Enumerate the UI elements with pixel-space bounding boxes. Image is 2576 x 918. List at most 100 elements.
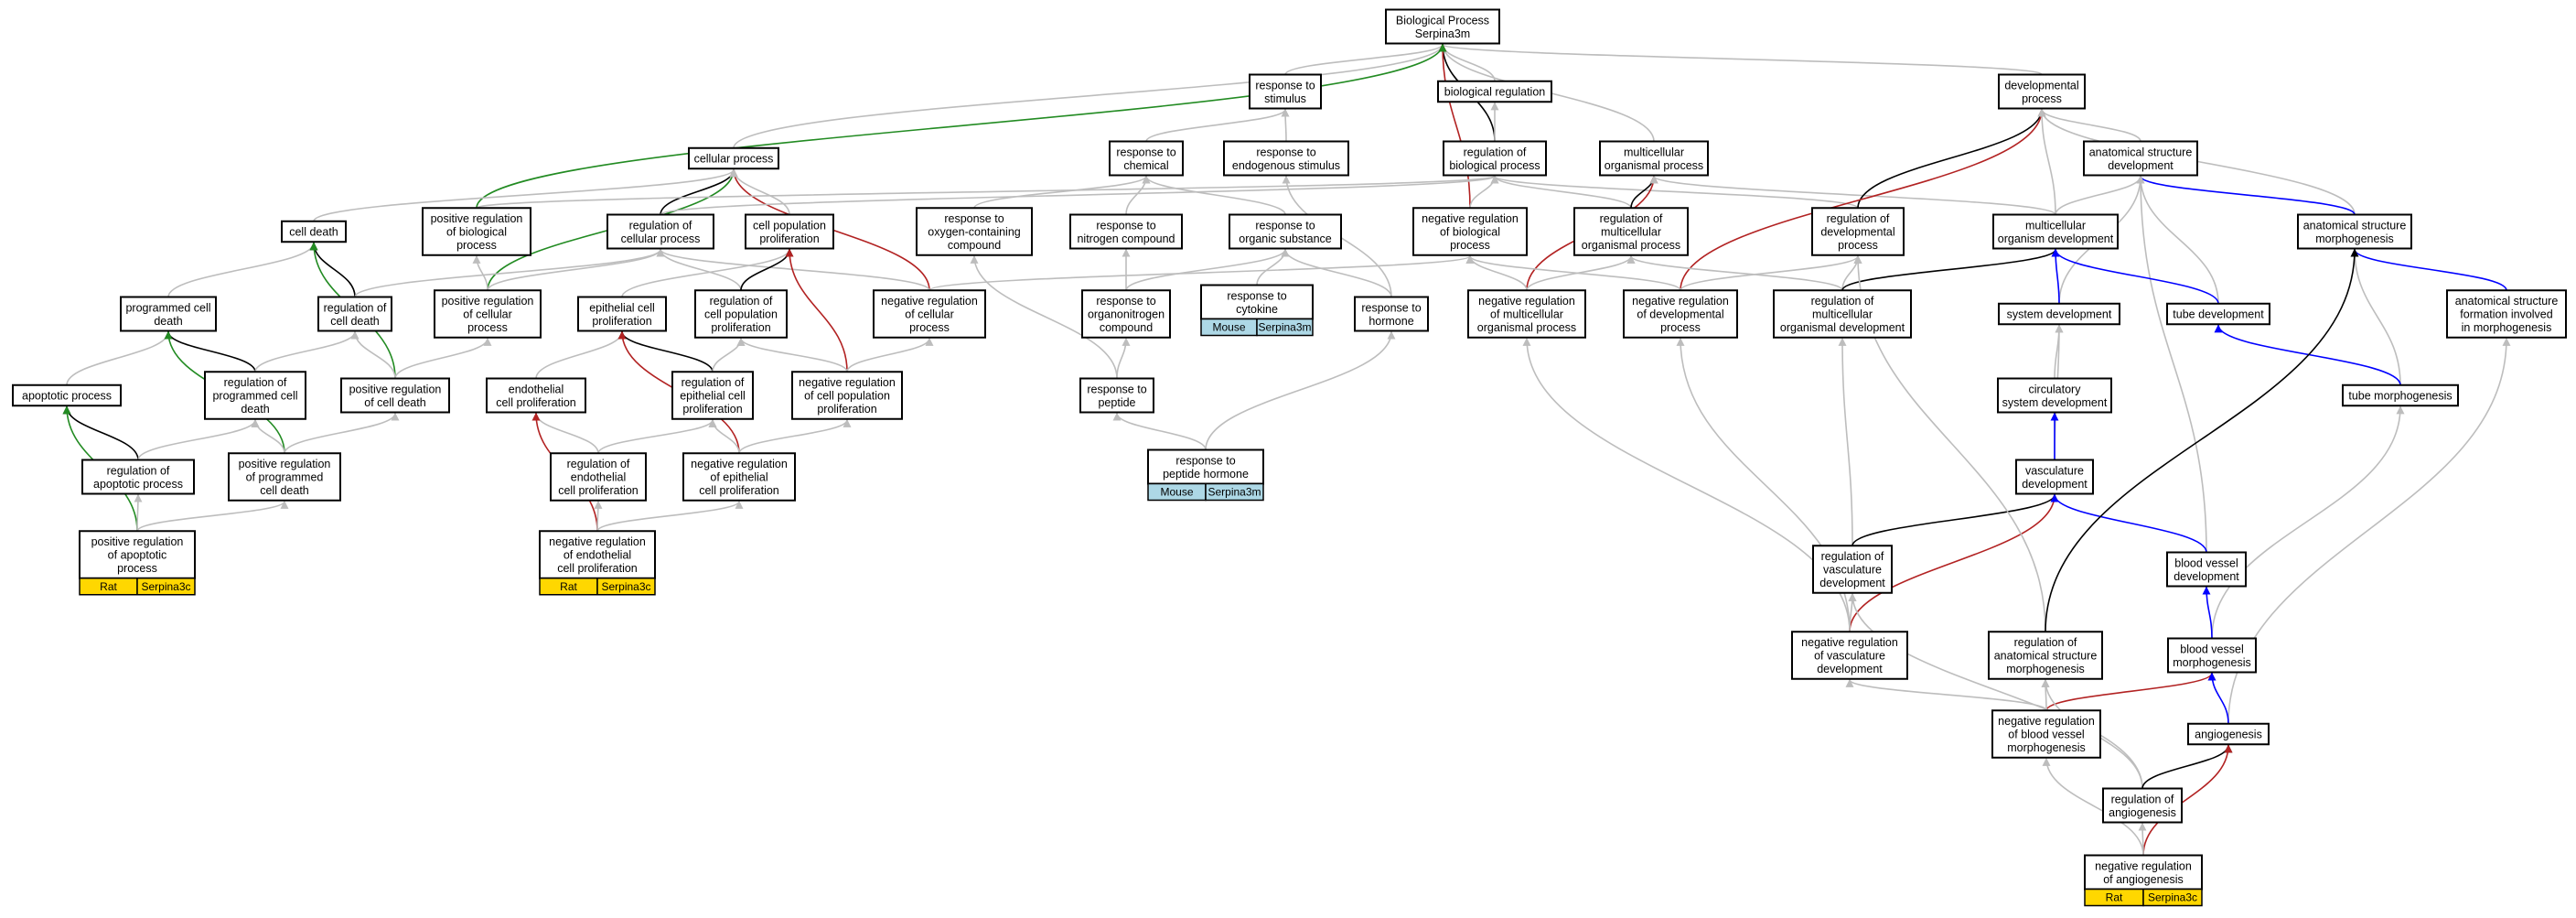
node-label: development <box>2022 478 2088 491</box>
edge-regapop-to-apop <box>62 405 139 460</box>
edge-rorgnitro-to-rorgsub <box>1125 248 1290 291</box>
go-term-apop[interactable]: apoptotic process <box>12 383 122 407</box>
node-box <box>2446 289 2567 339</box>
node-box <box>1437 80 1552 103</box>
node-label: of multicellular <box>1490 308 1563 321</box>
node-box <box>745 213 834 250</box>
go-term-celldeath[interactable]: cell death <box>281 220 347 243</box>
node-box <box>1385 8 1500 45</box>
node-label: multicellular <box>1601 226 1661 239</box>
node-label: hormone <box>1368 315 1413 328</box>
node-label: regulation of <box>682 376 745 389</box>
edge-regpcd-to-pcd <box>164 330 256 373</box>
node-label: regulation of <box>1600 212 1663 225</box>
node-label: organismal development <box>1780 321 1905 334</box>
edge-tubedev-to-anatdev <box>2136 175 2219 304</box>
go-term-tubedev[interactable]: tube development <box>2166 302 2270 326</box>
node-label: biological regulation <box>1444 86 1546 99</box>
node-label: proliferation <box>711 321 770 334</box>
edge-posregpcd-to-regpcd <box>251 418 285 454</box>
edge-celldeath-to-cellp <box>313 168 738 222</box>
node-box <box>422 207 531 256</box>
go-term-angio[interactable]: angiogenesis <box>2187 722 2270 746</box>
node-box <box>1811 207 1905 256</box>
edge-regvasc-to-vascdev <box>1852 493 2059 546</box>
edge-negregcell-to-negregbio <box>928 254 1475 291</box>
node-label: response to <box>1227 289 1286 302</box>
edge-anatmorph-to-anatdev <box>2136 175 2356 215</box>
node-box <box>694 289 788 339</box>
go-term-breg[interactable]: biological regulation <box>1437 80 1552 103</box>
go-term-sysdev[interactable]: system development <box>1998 302 2120 326</box>
node-label: developmental <box>1820 226 1894 239</box>
edge-regendo-to-regepi <box>597 418 717 454</box>
node-label: proliferation <box>592 315 651 328</box>
node-box <box>1229 213 1342 250</box>
edge-regcell-to-cellp <box>660 168 738 215</box>
edge-roxy-to-rchem <box>973 175 1151 210</box>
edge-pcd-to-celldeath <box>167 242 318 297</box>
node-label: endothelial <box>509 383 564 395</box>
go-term-cellp[interactable]: cellular process <box>688 146 779 170</box>
edge-negregmulti-to-regmulti <box>1526 254 1636 291</box>
go-term-tubemorph[interactable]: tube morphogenesis <box>2342 383 2459 407</box>
node-label: regulation of <box>567 458 630 470</box>
node-box <box>1573 207 1689 256</box>
